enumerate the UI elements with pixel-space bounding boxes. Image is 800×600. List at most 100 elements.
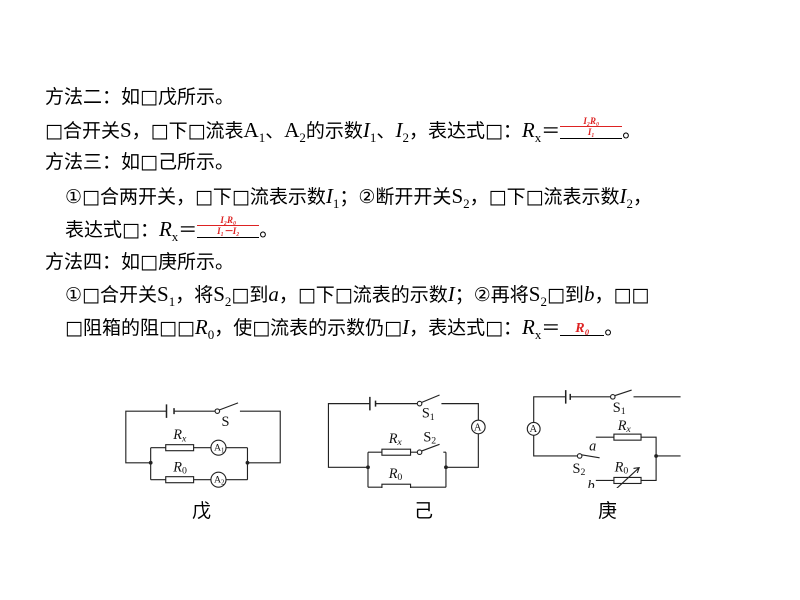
text-segment: ，将	[175, 284, 214, 306]
text-segment: □阻箱的阻□□	[65, 317, 195, 339]
svg-text:Rx: Rx	[617, 418, 632, 435]
svg-text:S1: S1	[613, 400, 626, 417]
svg-text:R0: R0	[388, 466, 403, 483]
text-segment: 2	[224, 294, 232, 309]
text-segment: ＝	[541, 317, 561, 339]
switch-s	[214, 408, 221, 414]
text-segment: 。	[604, 317, 624, 339]
text-segment: I	[395, 118, 403, 142]
resistor-rx	[381, 448, 412, 456]
text-segment: ①□合开关	[65, 284, 157, 306]
text-segment: A	[243, 118, 259, 142]
text-segment: x	[171, 229, 179, 244]
svg-text:A: A	[530, 424, 538, 435]
svg-text:S2: S2	[423, 429, 436, 446]
text-segment: 2	[626, 196, 634, 211]
fraction-numerator: I₂R₀	[197, 215, 260, 226]
text-segment: R	[158, 217, 172, 241]
text-segment: b	[583, 282, 595, 306]
text-segment: ，使□流表的示数仍□	[214, 317, 403, 339]
text-segment: ＝	[541, 120, 561, 142]
text-segment: R	[521, 118, 535, 142]
text-segment: R	[522, 315, 535, 339]
switch-s2	[416, 449, 423, 456]
resistor-rx	[165, 444, 195, 452]
label-s: S	[221, 414, 229, 430]
text-segment: 2	[463, 196, 470, 211]
circuit-diagrams: S Rx R0 A1 A2 S1 S2 A Rx R0 S1 A S2 a b …	[125, 389, 681, 488]
text-segment: ＝	[178, 219, 198, 241]
text-segment: □合开关	[45, 120, 120, 142]
text-segment: 2	[299, 130, 306, 145]
text-segment: S	[157, 282, 169, 306]
text-segment: S	[213, 282, 225, 306]
text-segment: I	[325, 184, 333, 208]
text-segment: R	[194, 315, 208, 339]
resistor-r0	[165, 476, 195, 484]
text-segment: S	[528, 282, 541, 306]
text-segment: 方法三：如□己所示。	[45, 151, 234, 173]
text-segment: 。	[259, 219, 279, 241]
text-segment: S	[451, 184, 464, 208]
circuit-wu	[125, 402, 281, 488]
text-segment: I	[447, 282, 455, 306]
text-segment: 0	[207, 327, 215, 342]
text-segment: I	[619, 184, 627, 208]
text-segment: □到	[546, 284, 584, 306]
text-segment: 、	[265, 120, 285, 142]
ammeter-a2	[210, 471, 227, 488]
svg-text:A: A	[474, 422, 482, 433]
ammeter-a1	[210, 439, 227, 456]
text-line: 方法二：如□戊所示。	[45, 85, 234, 109]
svg-text:A1: A1	[214, 443, 224, 455]
text-segment: ，表达式□：	[408, 120, 522, 142]
svg-text:A2: A2	[214, 475, 225, 487]
text-segment: ；②再将	[454, 284, 529, 306]
ammeter-a	[470, 419, 486, 435]
text-segment: 方法四：如□庚所示。	[45, 251, 234, 273]
svg-text:Rx: Rx	[388, 431, 403, 448]
text-segment: S	[119, 118, 132, 142]
text-line: □阻箱的阻□□R0，使□流表的示数仍□I，表达式□：Rx＝R₀。	[65, 315, 623, 347]
text-segment: 方法二：如□戊所示。	[45, 86, 234, 108]
resistor-r0	[381, 483, 412, 488]
text-segment: 1	[168, 294, 176, 309]
ammeter-a	[526, 421, 541, 436]
caption-geng: 庚	[598, 500, 618, 522]
text-segment: ，□下□流表示数	[469, 186, 620, 208]
text-line: ①□合开关S1，将S2□到a，□下□流表的示数I；②再将S2□到b，□□	[65, 282, 649, 314]
text-segment: 表达式□：	[65, 219, 159, 241]
text-segment: I	[402, 315, 410, 339]
text-line: 方法四：如□庚所示。	[45, 250, 234, 274]
circuit-ji	[327, 394, 486, 488]
fraction-numerator: I₂R₀	[560, 116, 623, 127]
battery-icon	[369, 396, 377, 411]
text-line: 方法三：如□己所示。	[45, 150, 234, 174]
text-segment: A	[284, 118, 300, 142]
text-segment: x	[534, 327, 542, 342]
svg-text:a: a	[589, 438, 596, 454]
fraction-denominator: I₁	[587, 127, 595, 137]
answer-blank: R₀	[560, 317, 605, 336]
text-segment: 1	[369, 130, 377, 145]
resistor-rx	[613, 433, 642, 441]
text-segment: ，	[633, 186, 653, 208]
battery-icon	[564, 390, 571, 404]
text-segment: 的示数	[305, 120, 363, 142]
svg-text:b: b	[588, 478, 595, 488]
circuit-geng	[526, 389, 681, 488]
text-segment: I	[362, 118, 370, 142]
text-segment: 1	[332, 196, 340, 211]
text-segment: ，□下□流表	[131, 120, 244, 142]
text-segment: 。	[622, 120, 642, 142]
switch-s2	[576, 453, 583, 459]
text-segment: ①□合两开关，□下□流表示数	[65, 186, 326, 208]
caption-wu: 戊	[192, 500, 212, 522]
